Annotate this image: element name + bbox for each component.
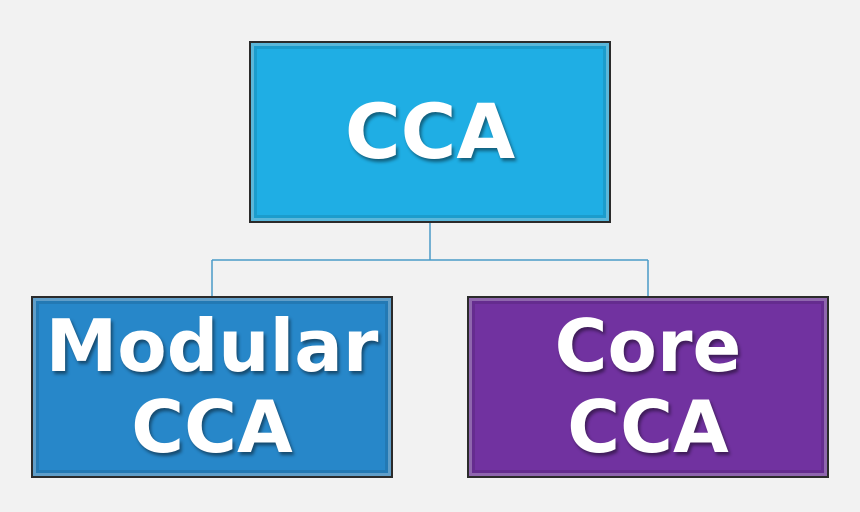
- node-core-cca-line2: CCA: [567, 385, 729, 469]
- node-modular-cca-line1: Modular: [45, 304, 379, 389]
- node-modular-cca: Modular CCA: [31, 296, 393, 478]
- node-modular-cca-line2: CCA: [131, 385, 293, 469]
- node-cca: CCA: [249, 41, 611, 223]
- node-core-cca: Core CCA: [467, 296, 829, 478]
- node-cca-label: CCA: [344, 87, 516, 176]
- node-core-cca-line1: Core: [554, 304, 742, 389]
